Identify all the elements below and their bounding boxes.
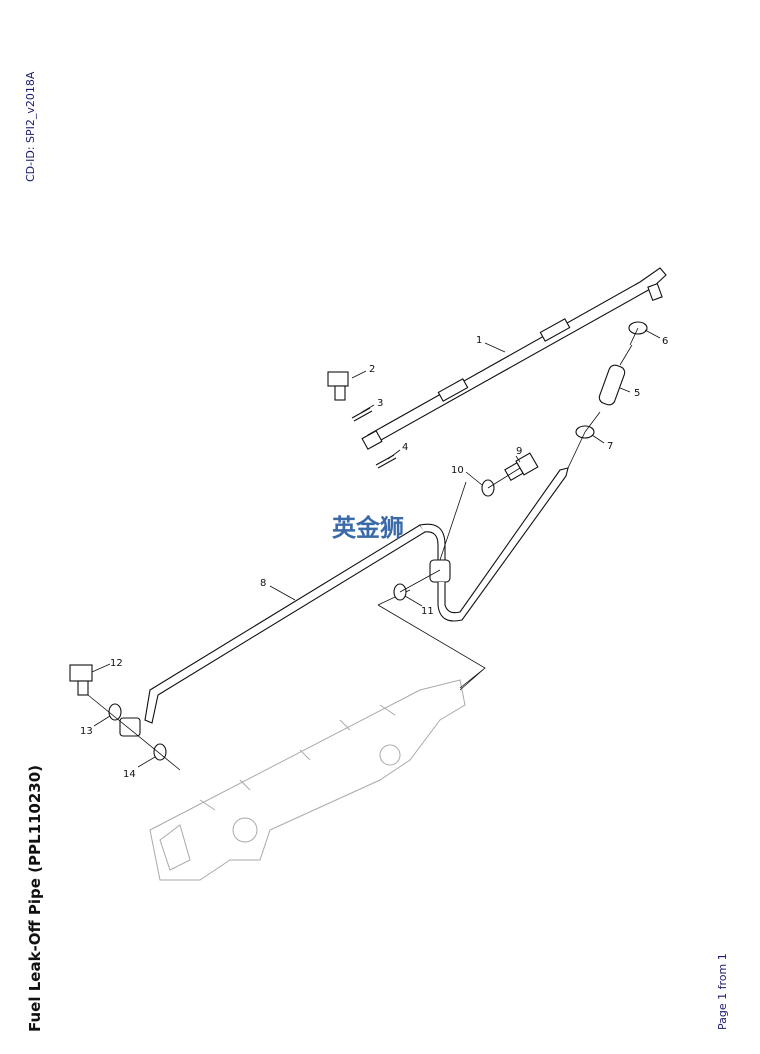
callout-14: 14 (123, 769, 136, 780)
seal-3 (351, 407, 373, 422)
callout-9: 9 (516, 446, 522, 457)
callout-5: 5 (634, 388, 640, 399)
leader-lines (91, 329, 661, 768)
hose-5 (598, 364, 626, 406)
pipe-8 (119, 467, 569, 737)
callout-3: 3 (377, 398, 383, 409)
callout-12: 12 (110, 658, 123, 669)
fuel-rail (149, 679, 466, 881)
banjo-bolt-9 (504, 452, 539, 481)
watermark: 英金狮 (332, 514, 404, 542)
callout-13: 13 (80, 726, 93, 737)
washer-13 (108, 703, 122, 721)
pipe-1 (361, 267, 667, 450)
callout-2: 2 (369, 364, 375, 375)
callout-1: 1 (476, 335, 482, 346)
callout-8: 8 (260, 578, 266, 589)
banjo-bolt-2 (327, 371, 349, 401)
banjo-bolt-12 (69, 664, 93, 696)
callout-11: 11 (421, 606, 434, 617)
callout-4: 4 (402, 442, 408, 453)
seal-4 (375, 454, 397, 469)
callout-6: 6 (662, 336, 668, 347)
callout-7: 7 (607, 441, 613, 452)
callout-10: 10 (451, 465, 464, 476)
